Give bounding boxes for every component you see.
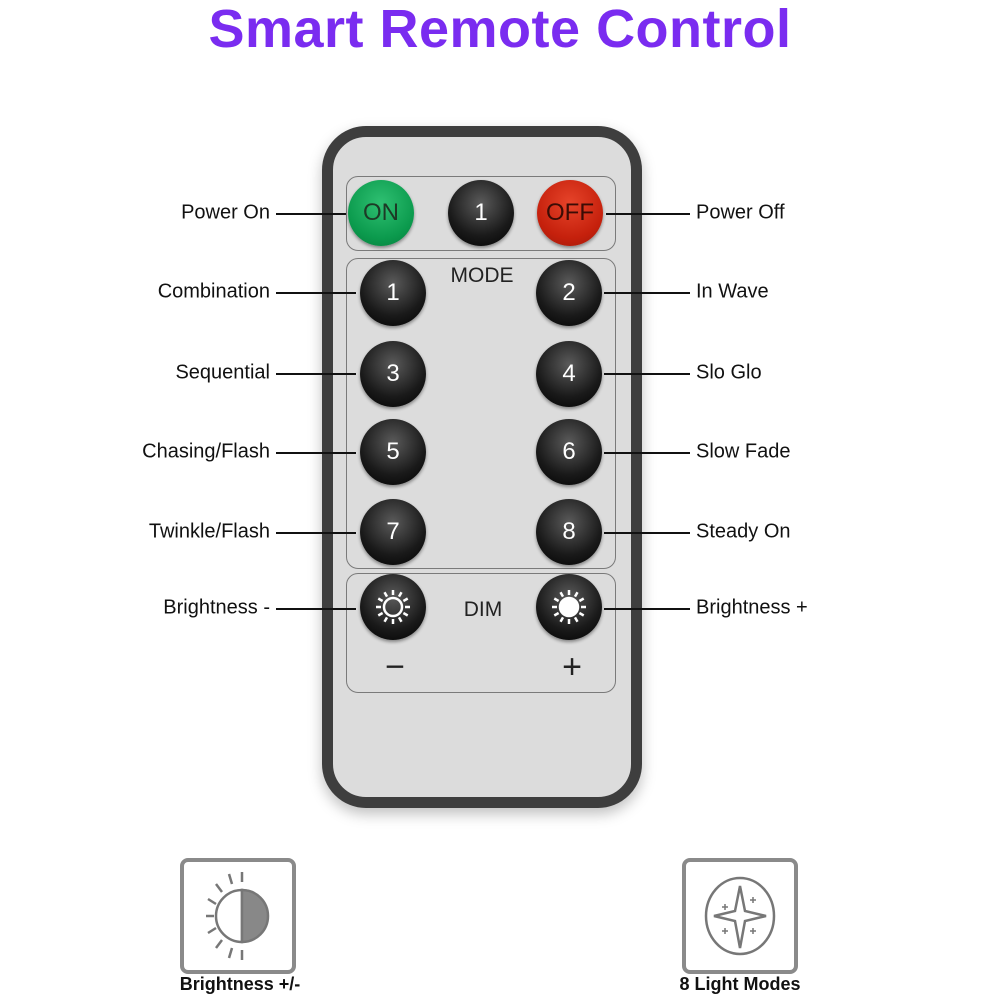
label-combination: Combination — [157, 280, 270, 303]
label-twinkle-flash: Twinkle/Flash — [148, 520, 270, 543]
leader-line-right — [604, 532, 690, 534]
star-icon — [704, 876, 776, 956]
mode-1-button[interactable]: 1 — [360, 260, 426, 326]
leader-line-right — [604, 608, 690, 610]
label-steady-on: Steady On — [696, 520, 791, 543]
leader-line-left — [276, 213, 346, 215]
dim-label: DIM — [463, 598, 503, 621]
label-in-wave: In Wave — [696, 280, 769, 303]
mode-8-button[interactable]: 8 — [536, 499, 602, 565]
power-off-button[interactable]: OFF — [537, 180, 603, 246]
light-modes-feature-box — [682, 858, 798, 974]
mode-1-quick-button[interactable]: 1 — [448, 180, 514, 246]
light-modes-caption: 8 Light Modes — [679, 974, 801, 994]
leader-line-left — [276, 608, 356, 610]
dim-plus-label: + — [562, 648, 582, 686]
mode-2-button[interactable]: 2 — [536, 260, 602, 326]
label-slow-fade: Slow Fade — [696, 440, 791, 463]
mode-label: MODE — [450, 264, 514, 287]
power-on-button[interactable]: ON — [348, 180, 414, 246]
label-chasing-flash: Chasing/Flash — [142, 440, 270, 463]
label-brightness-: Brightness - — [163, 596, 270, 619]
label-slo-glo: Slo Glo — [696, 361, 762, 384]
dim-minus-button[interactable] — [360, 574, 426, 640]
dim-panel — [346, 573, 616, 693]
leader-line-right — [604, 452, 690, 454]
brightness-feature-box — [180, 858, 296, 974]
label-power-off: Power Off — [696, 201, 785, 224]
leader-line-left — [276, 532, 356, 534]
brightness-icon — [206, 872, 270, 960]
label-power-on: Power On — [181, 201, 270, 224]
sun-outline-icon — [376, 590, 410, 624]
mode-panel — [346, 258, 616, 569]
brightness-caption: Brightness +/- — [179, 974, 301, 994]
page-title: Smart Remote Control — [208, 0, 792, 59]
leader-line-left — [276, 292, 356, 294]
mode-7-button[interactable]: 7 — [360, 499, 426, 565]
leader-line-right — [604, 292, 690, 294]
mode-4-button[interactable]: 4 — [536, 341, 602, 407]
label-sequential: Sequential — [175, 361, 270, 384]
leader-line-left — [276, 373, 356, 375]
label-brightness-: Brightness + — [696, 596, 808, 619]
leader-line-left — [276, 452, 356, 454]
mode-3-button[interactable]: 3 — [360, 341, 426, 407]
dim-plus-button[interactable] — [536, 574, 602, 640]
mode-6-button[interactable]: 6 — [536, 419, 602, 485]
dim-minus-label: − — [385, 648, 405, 686]
leader-line-right — [604, 373, 690, 375]
sun-filled-icon — [552, 590, 586, 624]
leader-line-right — [606, 213, 690, 215]
mode-5-button[interactable]: 5 — [360, 419, 426, 485]
